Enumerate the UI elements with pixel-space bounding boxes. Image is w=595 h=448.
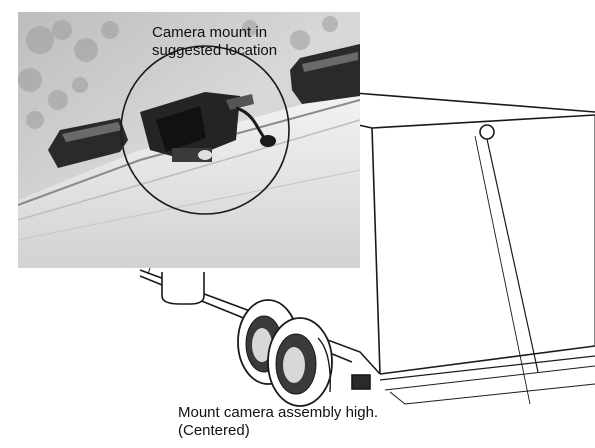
camera-mount-callout: Camera mount in suggested location: [152, 24, 277, 60]
caption-line-2: (Centered): [178, 422, 250, 439]
callout-line-1: Camera mount in: [152, 24, 268, 41]
wheel-front: [267, 317, 333, 407]
mounting-instruction-caption: Mount camera assembly high. (Centered): [178, 404, 378, 440]
roof-marker-light: [479, 124, 495, 140]
caption-line-1: Mount camera assembly high.: [178, 404, 379, 421]
trailer-drawing: [139, 92, 595, 405]
camera-photo-inset: [18, 12, 360, 268]
callout-line-2: suggested location: [152, 42, 278, 59]
suggested-location-circle: [120, 45, 290, 215]
